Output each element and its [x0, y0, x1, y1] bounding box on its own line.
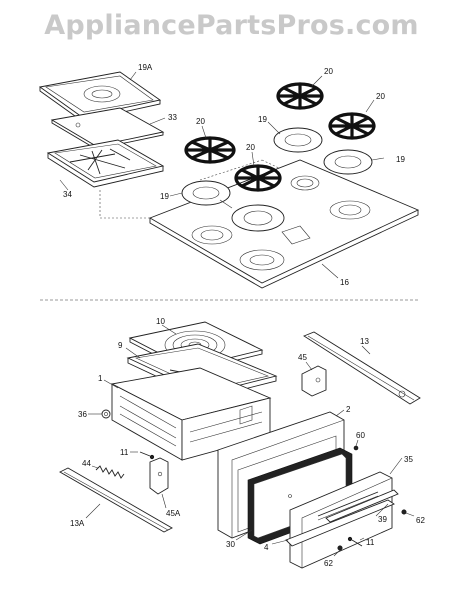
label-45: 45 — [298, 353, 307, 362]
label-30: 30 — [226, 540, 235, 549]
leader-lines-lower — [85, 324, 415, 557]
part-33-plate — [50, 107, 165, 150]
part-60-screw — [353, 445, 359, 451]
label-2: 2 — [346, 405, 351, 414]
part-19-burner-bowl-left — [181, 180, 231, 206]
part-20-grate-center — [234, 164, 282, 192]
label-39: 39 — [378, 515, 387, 524]
label-16: 16 — [340, 278, 349, 287]
part-45-bracket — [301, 365, 327, 397]
watermark: AppliancePartsPros.com — [44, 10, 419, 41]
part-39-handle — [325, 489, 399, 523]
label-62-bottom: 62 — [324, 559, 333, 568]
part-19-burner-bowl-right-rear — [273, 127, 323, 153]
part-44-spring — [95, 465, 125, 479]
part-45a-bracket — [149, 457, 169, 495]
label-13: 13 — [360, 337, 369, 346]
part-19-burner-bowl-center — [231, 204, 285, 232]
label-45a: 45A — [166, 509, 181, 518]
label-36: 36 — [78, 410, 87, 419]
label-9: 9 — [118, 341, 123, 350]
part-20-grate-right — [328, 112, 376, 140]
label-10: 10 — [156, 317, 165, 326]
part-20-grate-left — [184, 136, 236, 164]
label-20-left: 20 — [196, 117, 205, 126]
part-36-nut — [101, 409, 111, 419]
part-62-screw-right — [401, 509, 407, 515]
label-13a: 13A — [70, 519, 85, 528]
part-4-bottom-strip — [285, 499, 395, 547]
part-34-ribbed-pan — [46, 139, 165, 188]
label-19-left: 19 — [160, 192, 169, 201]
label-60: 60 — [356, 431, 365, 440]
part-13a-left-rail — [59, 467, 173, 533]
leader-lines-upper — [59, 71, 385, 279]
label-19-rear: 19 — [258, 115, 267, 124]
label-20-top: 20 — [324, 67, 333, 76]
part-11-screw-lower — [347, 536, 363, 547]
label-20-center: 20 — [246, 143, 255, 152]
part-13-right-rail — [303, 331, 421, 405]
label-34: 34 — [63, 190, 72, 199]
label-11-lower: 11 — [366, 538, 375, 547]
align-line — [199, 159, 263, 181]
label-62-right: 62 — [416, 516, 425, 525]
label-11-upper: 11 — [120, 448, 129, 457]
label-19-right: 19 — [396, 155, 405, 164]
part-62-screw-bottom — [337, 545, 343, 551]
label-20-right: 20 — [376, 92, 385, 101]
part-20-grate-top — [276, 82, 324, 110]
label-1: 1 — [98, 374, 103, 383]
part-19-burner-bowl-right-front — [323, 149, 373, 175]
part-16-cooktop — [148, 159, 420, 289]
label-33: 33 — [168, 113, 177, 122]
label-44: 44 — [82, 459, 91, 468]
part-1-drawer-body — [110, 367, 272, 461]
part-11-screw-upper — [139, 451, 155, 460]
label-35: 35 — [404, 455, 413, 464]
label-4: 4 — [264, 543, 269, 552]
label-19a: 19A — [138, 63, 153, 72]
